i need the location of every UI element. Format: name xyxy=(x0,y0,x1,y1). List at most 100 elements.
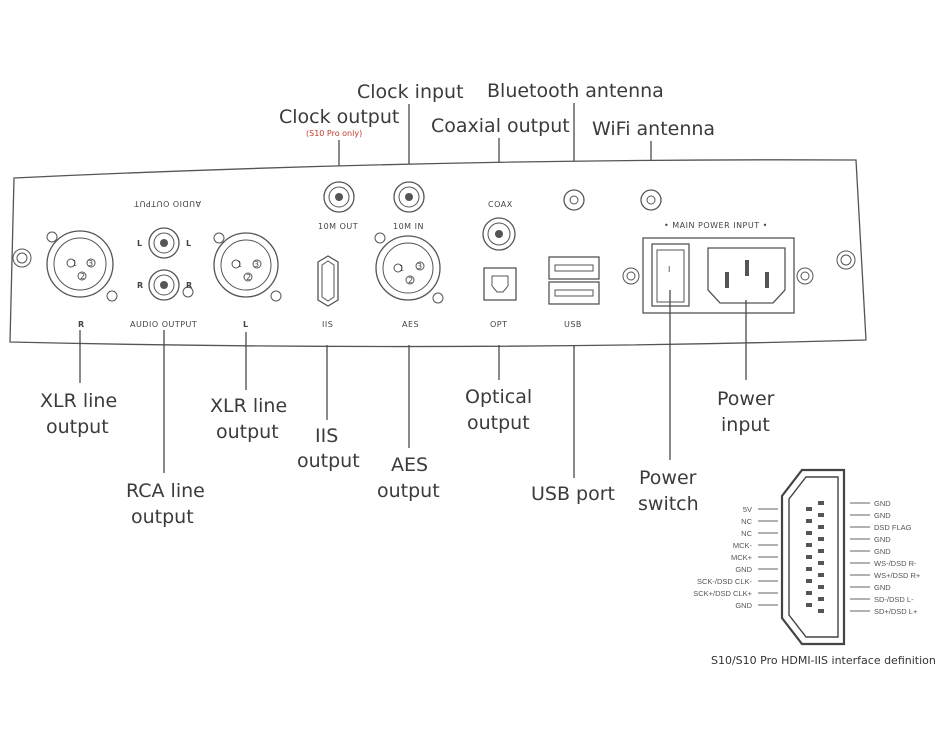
audio-output-label-inverted: AUDIO OUTPUT xyxy=(134,199,201,208)
hdmi-left-pin-label: 5V xyxy=(743,505,752,514)
rca-r-right: R xyxy=(186,281,193,290)
hdmi-pin-contact xyxy=(806,531,812,535)
hdmi-pin-contact xyxy=(818,513,824,517)
xlr-l-pin2: 2 xyxy=(246,273,252,282)
hdmi-pin-contact xyxy=(818,525,824,529)
xlr-output-r xyxy=(46,230,118,302)
usb-port-lower xyxy=(548,281,600,305)
hdmi-pin-contact xyxy=(818,501,824,505)
clock-output-label: Clock output xyxy=(279,106,399,128)
rca-l-right: L xyxy=(186,239,192,248)
optical-output-port xyxy=(483,267,517,301)
hdmi-pin-contact xyxy=(806,579,812,583)
ten-m-in-label: 10M IN xyxy=(393,222,424,231)
xlr-r-pin2: 2 xyxy=(80,272,86,281)
xlr-output-l xyxy=(213,232,282,302)
panel-screw-right xyxy=(836,250,856,270)
xlr-l-label: L xyxy=(243,320,249,329)
power-input-callout-line2: input xyxy=(721,414,770,436)
hdmi-pin-lines xyxy=(806,501,824,613)
coaxial-output-jack xyxy=(482,217,516,251)
hdmi-left-pin-label: GND xyxy=(735,601,752,610)
rca-callout-line2: output xyxy=(131,506,194,528)
bluetooth-antenna-jack xyxy=(563,189,585,211)
aes-pin2: 2 xyxy=(408,276,414,285)
usb-port-upper xyxy=(548,256,600,280)
aes-callout-line1: AES xyxy=(391,454,428,476)
iis-callout-line1: IIS xyxy=(315,425,338,447)
aes-panel-label: AES xyxy=(402,320,419,329)
audio-output-label: AUDIO OUTPUT xyxy=(130,320,197,329)
power-iec-inlet xyxy=(707,247,786,304)
hdmi-right-pin-label: DSD FLAG xyxy=(874,523,912,532)
hdmi-pin-contact xyxy=(818,597,824,601)
hdmi-left-pin-label: NC xyxy=(741,517,752,526)
hdmi-outline-inner xyxy=(788,476,839,638)
opt-panel-label: OPT xyxy=(490,320,508,329)
iis-panel-label: IIS xyxy=(322,320,333,329)
hdmi-pin-contact xyxy=(806,507,812,511)
hdmi-pin-contact xyxy=(806,567,812,571)
wifi-antenna-label: WiFi antenna xyxy=(592,118,715,140)
xlr-r-pin3: 3 xyxy=(88,259,94,268)
xlr-r-callout-line1: XLR line xyxy=(40,390,117,412)
ten-m-out-label: 10M OUT xyxy=(318,222,358,231)
power-switch-on-mark: I xyxy=(668,265,671,274)
rca-output-l xyxy=(148,227,180,259)
xlr-r-callout-line2: output xyxy=(46,416,109,438)
iis-hdmi-port xyxy=(317,255,339,307)
clock-output-jack xyxy=(323,181,355,213)
hdmi-pin-contact xyxy=(818,573,824,577)
hdmi-right-pin-label: GND xyxy=(874,583,891,592)
hdmi-right-pin-label: SD+/DSD L+ xyxy=(874,607,918,616)
rca-r-left: R xyxy=(137,281,144,290)
hdmi-outline-outer xyxy=(780,468,846,646)
hdmi-left-pin-label: GND xyxy=(735,565,752,574)
hdmi-right-pin-label: GND xyxy=(874,547,891,556)
bluetooth-antenna-label: Bluetooth antenna xyxy=(487,80,664,102)
hdmi-left-pin-label: NC xyxy=(741,529,752,538)
hdmi-right-pin-label: WS-/DSD R- xyxy=(874,559,917,568)
rca-output-r xyxy=(148,269,194,301)
hdmi-pin-contact xyxy=(818,585,824,589)
clock-input-jack xyxy=(393,181,425,213)
aes-callout-line2: output xyxy=(377,480,440,502)
hdmi-right-pin-label: SD-/DSD L- xyxy=(874,595,914,604)
hdmi-left-pin-label: SCK-/DSD CLK- xyxy=(697,577,753,586)
hdmi-pin-contact xyxy=(818,561,824,565)
s10-pro-only-note: (S10 Pro only) xyxy=(306,129,362,138)
usb-panel-label: USB xyxy=(564,320,582,329)
xlr-l-callout-line1: XLR line xyxy=(210,395,287,417)
hdmi-pin-contact xyxy=(806,555,812,559)
hdmi-pinout-diagram xyxy=(780,468,846,646)
optical-callout-line1: Optical xyxy=(465,386,532,408)
hdmi-pin-contact xyxy=(818,549,824,553)
aes-xlr-port xyxy=(374,232,444,304)
optical-callout-line2: output xyxy=(467,412,530,434)
rca-l-left: L xyxy=(137,239,143,248)
iis-callout-line2: output xyxy=(297,450,360,472)
xlr-l-pin1: 1 xyxy=(237,260,243,269)
coax-panel-label: COAX xyxy=(488,200,513,209)
hdmi-pin-contact xyxy=(806,591,812,595)
power-module-screw-right xyxy=(796,267,814,285)
aes-pin1: 1 xyxy=(399,264,405,273)
xlr-r-label: R xyxy=(78,320,85,329)
power-module-screw-left xyxy=(622,267,640,285)
hdmi-right-pin-label: GND xyxy=(874,511,891,520)
xlr-l-callout-line2: output xyxy=(216,421,279,443)
power-input-callout-line1: Power xyxy=(717,388,775,410)
hdmi-left-pin-label: MCK+ xyxy=(731,553,753,562)
hdmi-caption: S10/S10 Pro HDMI-IIS interface definitio… xyxy=(711,654,936,667)
main-power-input-label: • MAIN POWER INPUT • xyxy=(664,221,768,230)
power-switch-callout-line1: Power xyxy=(639,467,697,489)
wifi-antenna-jack xyxy=(640,189,662,211)
xlr-l-pin3: 3 xyxy=(254,260,260,269)
hdmi-left-pin-label: SCK+/DSD CLK+ xyxy=(693,589,752,598)
hdmi-pin-contact xyxy=(818,609,824,613)
usb-port-callout: USB port xyxy=(531,483,615,505)
hdmi-pin-contact xyxy=(806,603,812,607)
